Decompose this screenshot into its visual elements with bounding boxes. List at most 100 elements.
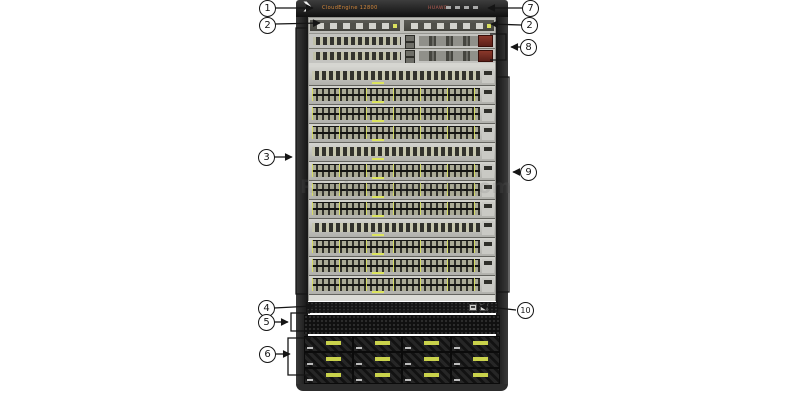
psu-module bbox=[403, 353, 450, 367]
psu-module bbox=[354, 369, 401, 383]
ejector-tab bbox=[482, 183, 494, 197]
card-label bbox=[372, 253, 385, 255]
red-module bbox=[478, 50, 493, 62]
psu-module bbox=[305, 337, 352, 351]
port-strip bbox=[313, 37, 401, 45]
line-card-sfp bbox=[309, 219, 495, 238]
psu-label bbox=[473, 357, 489, 361]
port-field bbox=[312, 126, 480, 139]
psu-module bbox=[452, 337, 499, 351]
port-field bbox=[312, 223, 480, 232]
ejector-tab bbox=[482, 221, 494, 235]
psu-module bbox=[305, 369, 352, 383]
service-card-row bbox=[309, 34, 495, 49]
psu-label bbox=[375, 357, 391, 361]
ejector-tab bbox=[482, 278, 494, 292]
ejector-tab bbox=[482, 69, 494, 83]
card-label bbox=[372, 101, 385, 103]
air-intake-mesh bbox=[304, 315, 500, 334]
ejector-tab bbox=[482, 164, 494, 178]
psu-label bbox=[326, 357, 342, 361]
port-field bbox=[312, 259, 480, 272]
callout-10: 10 bbox=[517, 302, 534, 319]
port-field bbox=[312, 88, 480, 101]
callout-2: 2 bbox=[521, 17, 538, 34]
port-connector bbox=[469, 304, 477, 311]
callout-3: 3 bbox=[258, 149, 275, 166]
card-label bbox=[372, 120, 385, 122]
callout-9: 9 bbox=[520, 164, 537, 181]
ejector-tab bbox=[482, 126, 494, 140]
card-label bbox=[372, 215, 385, 217]
small-module bbox=[405, 35, 415, 42]
watermark-text: Router-Switch.com bbox=[300, 176, 512, 198]
line-card-qsfp bbox=[309, 181, 495, 200]
psu-label bbox=[424, 373, 440, 377]
line-card-sfp bbox=[309, 67, 495, 86]
product-series-label: CloudEngine 12800 bbox=[322, 5, 378, 11]
fan-vent-strip bbox=[306, 302, 498, 313]
red-module bbox=[478, 35, 493, 47]
line-card-qsfp bbox=[309, 276, 495, 295]
port-field bbox=[312, 164, 480, 177]
port-field bbox=[312, 147, 480, 156]
brand-logo-label: HUAWEI bbox=[428, 6, 450, 11]
ejector-tab bbox=[482, 240, 494, 254]
card-label bbox=[372, 272, 385, 274]
psu-label bbox=[424, 357, 440, 361]
psu-module bbox=[403, 369, 450, 383]
port-field bbox=[312, 278, 480, 291]
ejector-tab bbox=[482, 259, 494, 273]
line-card-sfp bbox=[309, 143, 495, 162]
line-card-area bbox=[309, 67, 495, 295]
chevron-logo-icon: ❯ bbox=[301, 1, 314, 12]
small-module bbox=[405, 50, 415, 57]
callout-2: 2 bbox=[259, 17, 276, 34]
psu-module bbox=[452, 369, 499, 383]
card-label bbox=[372, 196, 385, 198]
card-label bbox=[372, 177, 385, 179]
transceiver-modules bbox=[419, 51, 481, 61]
callout-8: 8 bbox=[520, 39, 537, 56]
card-label bbox=[372, 291, 385, 293]
card-bay bbox=[308, 17, 496, 301]
psu-label bbox=[375, 341, 391, 345]
line-card-qsfp bbox=[309, 257, 495, 276]
port-field bbox=[312, 107, 480, 120]
psu-label bbox=[424, 341, 440, 345]
mpu-slot-row bbox=[309, 18, 495, 33]
psu-label bbox=[326, 341, 342, 345]
small-module bbox=[405, 42, 415, 49]
card-label bbox=[372, 158, 385, 160]
psu-label bbox=[326, 373, 342, 377]
callout-7: 7 bbox=[522, 0, 539, 17]
ejector-tab bbox=[482, 202, 494, 216]
port-field bbox=[312, 202, 480, 215]
bay-bottom-flange bbox=[309, 295, 495, 301]
ejector-tab bbox=[482, 88, 494, 102]
psu-module bbox=[354, 337, 401, 351]
ejector-tab bbox=[482, 145, 494, 159]
port-strip bbox=[313, 52, 401, 60]
callout-6: 6 bbox=[259, 346, 276, 363]
line-card-qsfp bbox=[309, 86, 495, 105]
psu-module bbox=[354, 353, 401, 367]
psu-label bbox=[473, 341, 489, 345]
card-label bbox=[372, 82, 385, 84]
port-field bbox=[312, 183, 480, 196]
callout-5: 5 bbox=[258, 314, 275, 331]
chassis-bottom-edge bbox=[296, 384, 508, 391]
transceiver-modules bbox=[419, 36, 481, 46]
line-card-qsfp bbox=[309, 200, 495, 219]
mpu-module bbox=[310, 20, 400, 31]
line-card-qsfp bbox=[309, 124, 495, 143]
line-card-qsfp bbox=[309, 238, 495, 257]
ejector-tab bbox=[482, 107, 494, 121]
line-card-qsfp bbox=[309, 105, 495, 124]
mpu-module bbox=[404, 20, 494, 31]
port-field bbox=[312, 71, 480, 80]
line-card-qsfp bbox=[309, 162, 495, 181]
bay-separator bbox=[309, 63, 495, 67]
psu-label bbox=[473, 373, 489, 377]
top-vents-icon bbox=[446, 6, 480, 9]
